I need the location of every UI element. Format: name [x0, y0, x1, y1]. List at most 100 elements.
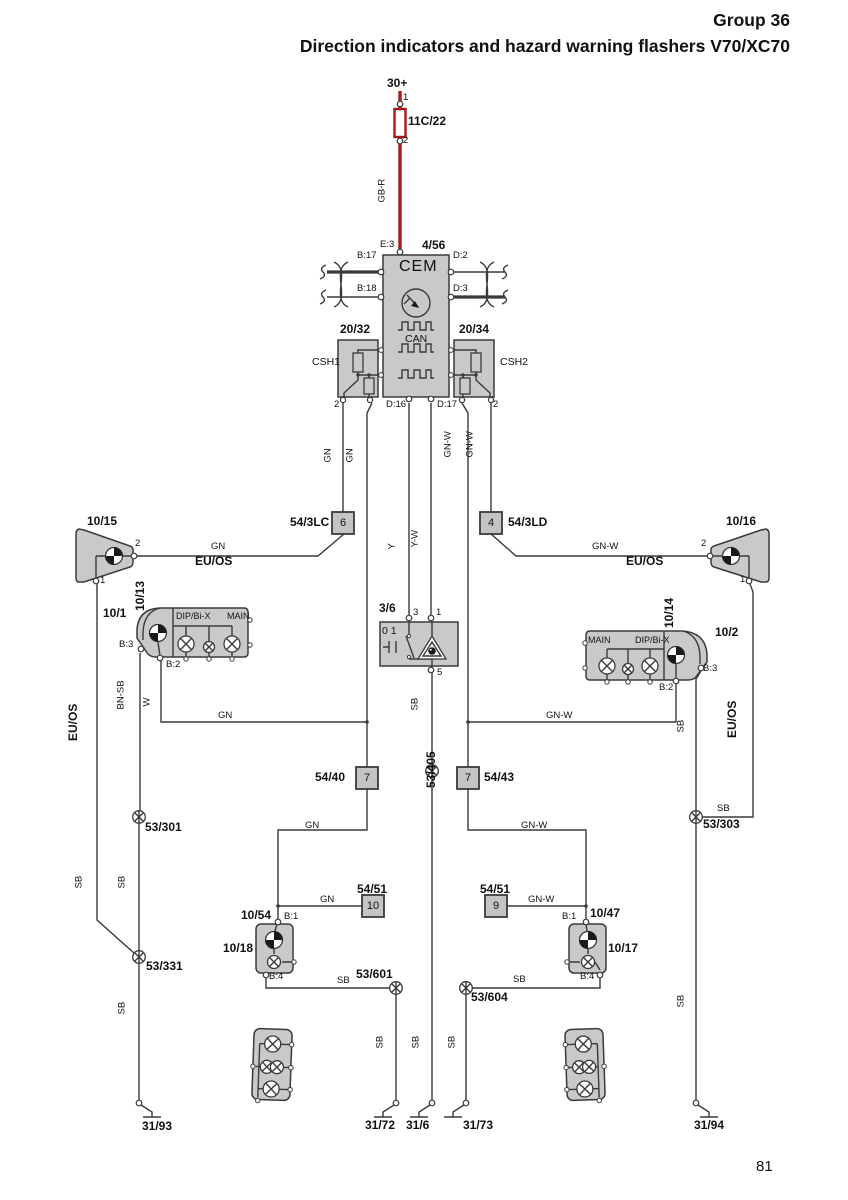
rear-right-pin-b1: B:1: [562, 911, 577, 922]
rear-indicator-left-id: 10/54: [241, 908, 272, 922]
side-repeater-left-id: 10/15: [87, 514, 118, 528]
harness-label-euos-left: EU/OS: [195, 554, 233, 568]
wire-label-gnw-repeater-right: GN-W: [592, 541, 619, 552]
csh1-module: [337, 339, 384, 404]
wire-label-gnw-branch-right: GN-W: [528, 894, 555, 905]
cem-pin-d3-label: D:3: [453, 283, 468, 294]
headlamp-left-pin-b2: B:2: [166, 659, 181, 670]
wire-label-gn-rear-left: GN: [305, 820, 320, 831]
headlamp-left-id: 10/1: [103, 606, 127, 620]
wire-label-y: Y: [386, 543, 398, 550]
connector-54-51L-number: 10: [366, 900, 380, 912]
connector-symbols: [331, 511, 508, 918]
rear-left-pin-b4: B:4: [269, 971, 284, 982]
wire-label-gn-repeater-left: GN: [211, 541, 226, 552]
splice-symbols: [131, 764, 703, 995]
rear-indicator-right: [564, 918, 607, 979]
rear-lamp-cluster-left: [250, 1027, 295, 1104]
csh2-module: [448, 339, 495, 404]
csh2-name-label: CSH2: [500, 356, 529, 368]
connector-54-40-id: 54/40: [315, 770, 346, 784]
harness-label-euos-left-vert: EU/OS: [66, 703, 80, 741]
hazard-pin3-label: 3: [413, 607, 419, 618]
wire-label-gn-2: GN: [344, 448, 356, 463]
wire-label-gnw-1: GN-W: [442, 431, 454, 458]
page-number: 81: [756, 1158, 773, 1175]
wire-label-yw: Y-W: [409, 529, 421, 548]
wire-label-gn-1: GN: [322, 448, 334, 463]
splice-53-331-label: 53/331: [146, 959, 183, 973]
side-repeater-right-pin1: 1: [740, 574, 746, 585]
cem-unit-label: 4/56: [422, 238, 446, 252]
connector-54-51L-id: 54/51: [357, 882, 388, 896]
splice-53-405-label: 53/405: [424, 751, 438, 788]
hazard-pin1-label: 1: [436, 607, 442, 618]
csh1-id-label: 20/32: [340, 322, 371, 336]
wire-label-sb-g2: SB: [410, 1035, 422, 1049]
fuse-pin1-label: 1: [403, 92, 409, 103]
fuse-symbol: [393, 107, 407, 139]
rear-right-unit-id: 10/17: [608, 941, 639, 955]
power-feed-circuit: [393, 91, 407, 251]
header-group: Group 36: [713, 10, 790, 30]
wire-label-gn-headlamp-left: GN: [218, 710, 233, 721]
wire-label-sb-left-outer: SB: [73, 875, 85, 889]
harness-label-euos-right: EU/OS: [626, 554, 664, 568]
headlamp-right-main-label: MAIN: [588, 635, 611, 645]
rear-left-unit-id: 10/18: [223, 941, 254, 955]
wire-label-sb-right-lower: SB: [675, 994, 687, 1008]
headlamp-right-dip-label: DIP/Bi-X: [635, 635, 670, 645]
connector-54-3ld-id: 54/3LD: [508, 515, 548, 529]
terminal-30-label: 30+: [387, 76, 408, 90]
wire-label-w: W: [141, 697, 153, 707]
cem-pin-d17-label: D:17: [437, 399, 458, 410]
rear-indicator-right-id: 10/47: [590, 906, 621, 920]
side-repeater-right-pin2: 2: [701, 538, 707, 549]
side-repeater-right-id: 10/16: [726, 514, 757, 528]
wire-label-sb-left-inner: SB: [116, 875, 128, 889]
fuse-pin2-label: 2: [403, 135, 409, 146]
cem-title: CEM: [399, 258, 438, 275]
connector-54-51R-number: 9: [492, 900, 500, 912]
hazard-switch-id: 3/6: [379, 601, 396, 615]
side-repeater-left-pin1: 1: [100, 575, 106, 586]
rear-lamp-cluster-right: [562, 1027, 607, 1104]
headlamp-left: [136, 607, 253, 662]
connector-54-3lc-id: 54/3LC: [290, 515, 330, 529]
ground-31-93-label: 31/93: [142, 1119, 173, 1133]
splice-53-604-label: 53/604: [471, 990, 508, 1004]
wire-label-sb-right-upper: SB: [675, 719, 687, 733]
connector-54-3ld-number: 4: [487, 517, 495, 529]
header-title: Direction indicators and hazard warning …: [299, 36, 790, 56]
twisted-pair-right: [454, 261, 509, 308]
wire-label-sb-rear-left: SB: [337, 975, 350, 986]
csh2-pin2-label: 2: [493, 399, 499, 410]
hazard-positions-label: 0 1: [382, 625, 397, 637]
headlamp-right-pin-b3: B:3: [703, 663, 718, 674]
splice-53-303-label: 53/303: [703, 817, 740, 831]
ground-31-94-label: 31/94: [694, 1118, 725, 1132]
wire-label-gnw-rear-right: GN-W: [521, 820, 548, 831]
cem-pin-b18-label: B:18: [357, 283, 377, 294]
side-repeater-left-pin2: 2: [135, 538, 141, 549]
wire-label-bnsb: BN-SB: [115, 680, 127, 710]
rear-indicator-left: [255, 918, 297, 979]
connector-54-43-id: 54/43: [484, 770, 515, 784]
ground-31-6-label: 31/6: [406, 1118, 430, 1132]
rear-left-pin-b1: B:1: [284, 911, 299, 922]
headlamp-left-dip-label: DIP/Bi-X: [176, 611, 211, 621]
cem-pin-e3-label: E:3: [380, 239, 395, 250]
cem-pin-d2-label: D:2: [453, 250, 468, 261]
headlamp-right: [582, 630, 708, 685]
wire-label-sb-rear-right: SB: [513, 974, 526, 985]
headlamp-left-ind-id: 10/13: [133, 580, 147, 611]
twisted-pair-left: [319, 261, 378, 308]
headlamp-left-pin-b3: B:3: [119, 639, 134, 650]
connector-54-43-number: 7: [464, 772, 472, 784]
wire-label-sb-left-lower: SB: [116, 1001, 128, 1015]
flasher-relay-icon: [401, 288, 431, 318]
ground-symbols: [135, 1099, 719, 1118]
splice-53-301-label: 53/301: [145, 820, 182, 834]
